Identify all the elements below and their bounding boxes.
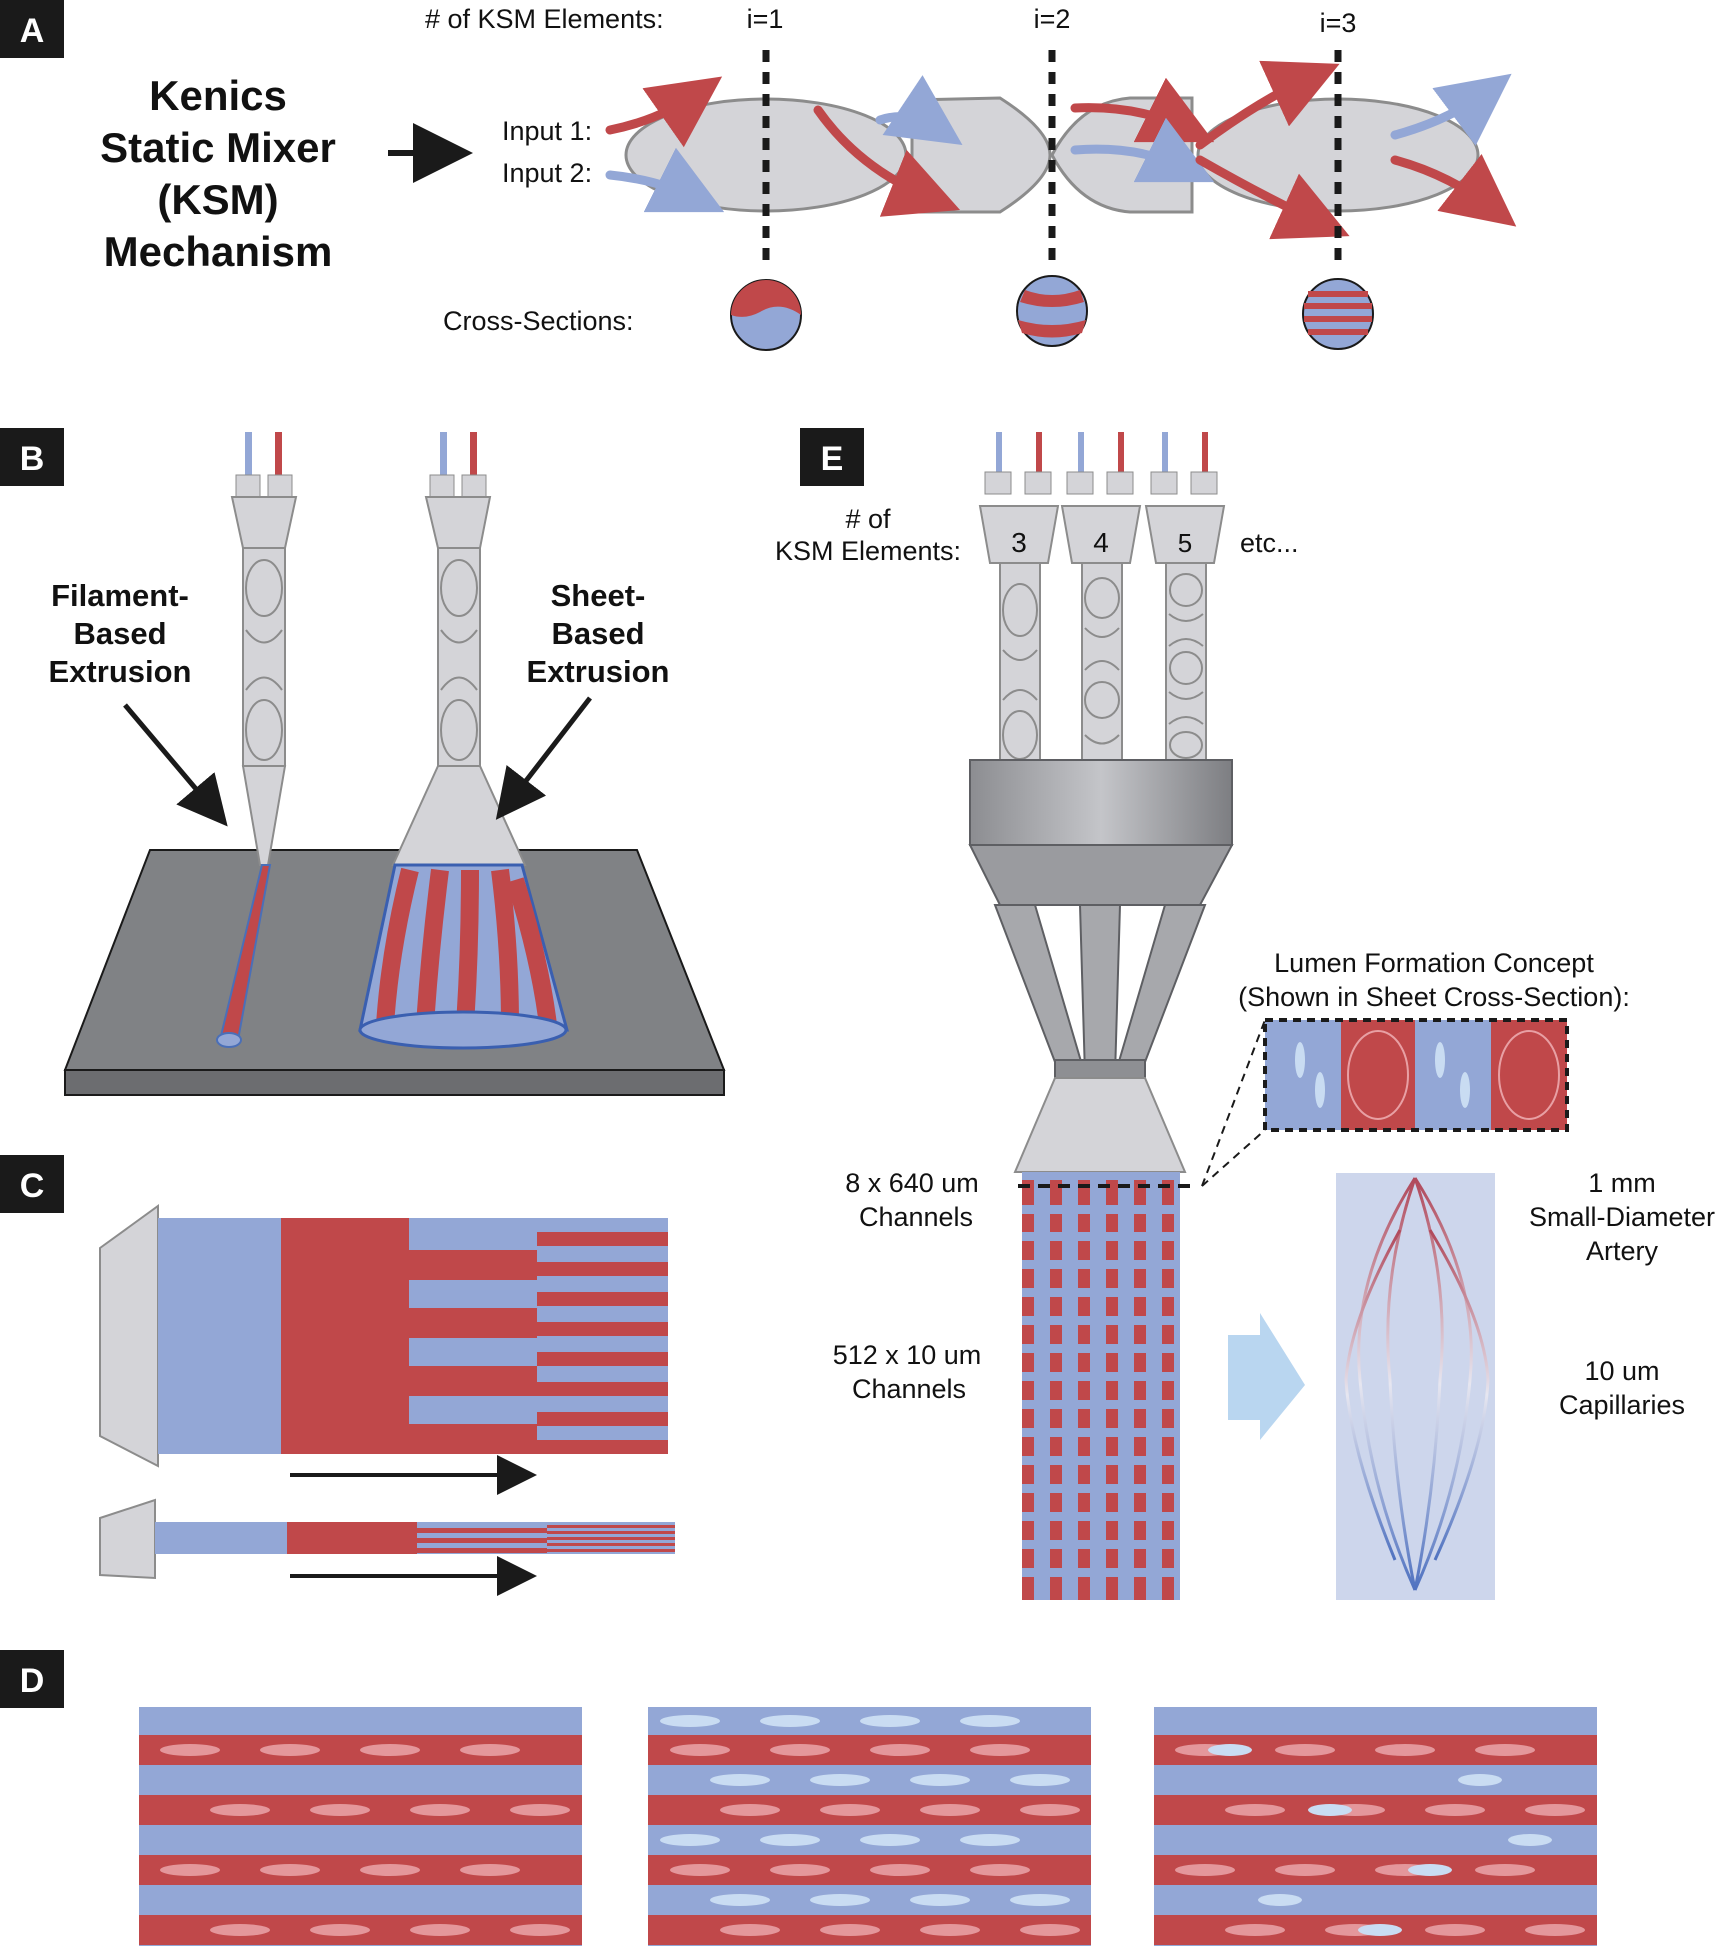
panel-letter-a: A — [0, 0, 64, 58]
sheet-pointer-arrow — [495, 696, 592, 820]
svg-text:Mechanism: Mechanism — [104, 228, 333, 275]
mixer-column-4: 4 — [1060, 432, 1142, 761]
cross-sections-label: Cross-Sections: — [443, 306, 634, 336]
artery-label: 1 mm Small-Diameter Artery — [1529, 1168, 1715, 1266]
lumen-inset — [1201, 1018, 1569, 1187]
svg-text:Small-Diameter: Small-Diameter — [1529, 1202, 1715, 1232]
manifold — [968, 759, 1234, 1173]
ksm-title: Kenics Static Mixer (KSM) Mechanism — [100, 72, 336, 275]
mixer-elements — [624, 96, 1480, 214]
mixer-column-3: 3 — [978, 432, 1060, 761]
svg-text:Kenics: Kenics — [149, 72, 287, 119]
panel-c — [99, 1204, 675, 1596]
panel-a: Kenics Static Mixer (KSM) Mechanism # of… — [100, 4, 1517, 351]
sheet-label: Sheet- Based Extrusion — [527, 578, 670, 689]
svg-text:1 mm: 1 mm — [1588, 1168, 1656, 1198]
svg-text:Based: Based — [551, 616, 644, 651]
filament-pointer-arrow — [123, 703, 228, 827]
svg-text:10 um: 10 um — [1584, 1356, 1659, 1386]
svg-text:D: D — [20, 1662, 45, 1700]
svg-text:Extrusion: Extrusion — [527, 654, 670, 689]
filament-nozzle — [216, 432, 298, 1048]
sheet-nozzle — [358, 432, 569, 1050]
element-boundaries — [762, 50, 1342, 270]
svg-text:C: C — [20, 1167, 45, 1205]
svg-text:Artery: Artery — [1586, 1236, 1659, 1266]
panel-letter-c: C — [0, 1155, 64, 1213]
svg-text:(KSM): (KSM) — [157, 176, 278, 223]
svg-text:Channels: Channels — [859, 1202, 973, 1232]
transform-arrow — [1228, 1313, 1305, 1440]
cross-section-1 — [730, 279, 802, 351]
cross-section-2 — [1016, 275, 1088, 347]
flow-arrows — [605, 60, 1517, 240]
svg-text:Extrusion: Extrusion — [49, 654, 192, 689]
large-channel — [99, 1204, 668, 1468]
panel-letter-e: E — [800, 428, 864, 486]
marker-i3: i=3 — [1320, 8, 1357, 38]
cross-section-3 — [1302, 278, 1374, 350]
svg-text:E: E — [821, 440, 844, 478]
svg-text:8 x 640 um: 8 x 640 um — [845, 1168, 979, 1198]
tissue-layer-3 — [1154, 1707, 1597, 1946]
svg-text:Lumen Formation Concept: Lumen Formation Concept — [1274, 948, 1594, 978]
svg-text:4: 4 — [1093, 527, 1109, 558]
large-channel-fine-stripes — [537, 1218, 668, 1454]
marker-i2: i=2 — [1034, 4, 1071, 34]
panel-letter-b: B — [0, 428, 64, 486]
svg-text:5: 5 — [1178, 528, 1192, 558]
svg-text:Sheet-: Sheet- — [551, 578, 646, 613]
channels-bottom-label: 512 x 10 um Channels — [833, 1340, 982, 1404]
svg-text:Capillaries: Capillaries — [1559, 1390, 1685, 1420]
capillary-label: 10 um Capillaries — [1559, 1356, 1685, 1420]
channels-top-label: 8 x 640 um Channels — [845, 1168, 979, 1232]
ksm-elements-label-e: # of KSM Elements: — [775, 504, 961, 566]
svg-text:B: B — [20, 440, 45, 478]
tissue-layer-2 — [648, 1707, 1091, 1946]
tissue-layer-1 — [139, 1707, 582, 1946]
svg-text:(Shown in Sheet Cross-Section): (Shown in Sheet Cross-Section): — [1238, 982, 1630, 1012]
svg-text:3: 3 — [1011, 527, 1027, 558]
input1-label: Input 1: — [502, 116, 592, 146]
svg-text:Channels: Channels — [852, 1374, 966, 1404]
small-channel — [99, 1498, 675, 1580]
output-strip — [1018, 1172, 1198, 1600]
panel-letter-d: D — [0, 1650, 64, 1708]
mixer-column-5: 5 — [1144, 432, 1226, 761]
svg-text:# of: # of — [845, 504, 891, 534]
vascular-network — [1336, 1173, 1495, 1600]
svg-text:KSM Elements:: KSM Elements: — [775, 536, 961, 566]
panel-e: # of KSM Elements: etc... 3 4 — [775, 432, 1715, 1600]
svg-text:A: A — [20, 12, 45, 50]
lumen-title: Lumen Formation Concept (Shown in Sheet … — [1238, 948, 1630, 1012]
svg-text:Static Mixer: Static Mixer — [100, 124, 336, 171]
svg-text:Filament-: Filament- — [51, 578, 189, 613]
panel-b: Filament- Based Extrusion Sheet- Based E… — [49, 432, 726, 1096]
panel-d — [139, 1707, 1597, 1946]
ksm-elements-label: # of KSM Elements: — [425, 4, 664, 34]
filament-label: Filament- Based Extrusion — [49, 578, 192, 689]
etc-label: etc... — [1240, 528, 1299, 558]
marker-i1: i=1 — [747, 4, 784, 34]
input2-label: Input 2: — [502, 158, 592, 188]
svg-text:Based: Based — [73, 616, 166, 651]
svg-text:512 x 10 um: 512 x 10 um — [833, 1340, 982, 1370]
